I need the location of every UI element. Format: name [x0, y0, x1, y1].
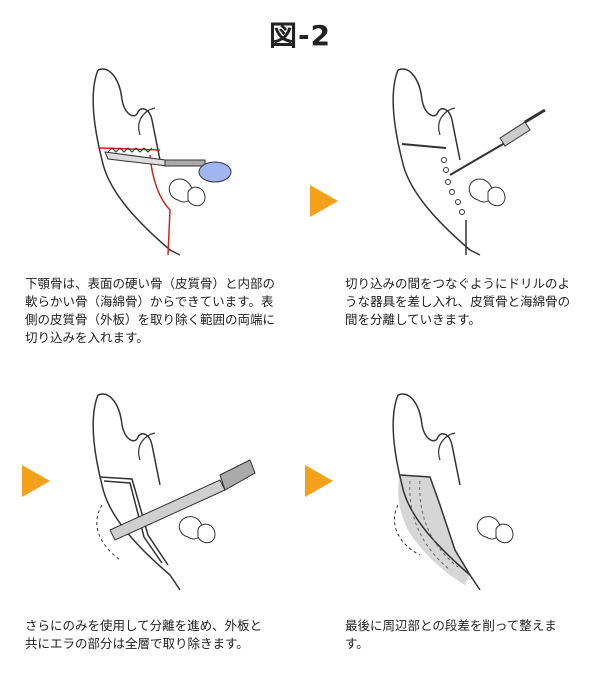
page-title: 図-2 [268, 19, 332, 52]
step-3-to-4-arrow [305, 465, 333, 497]
step-2-caption: 切り込みの間をつなぐようにドリルのような器具を差し入れ、皮質骨と海綿骨の間を分離… [345, 276, 571, 327]
jaw-with-drill-illustration [392, 68, 546, 256]
step-3-illustration [80, 385, 260, 595]
step-2-to-3-arrow [22, 465, 50, 497]
jaw-with-saw-illustration [92, 68, 232, 256]
jaw-with-chisel-illustration [92, 393, 256, 591]
step-3-caption: さらにのみを使用して分離を進め、外板と共にエラの部分は全層で取り除きます。 [25, 618, 263, 651]
step-1-illustration [80, 60, 260, 260]
step-1-to-2-arrow [310, 185, 338, 217]
step-4-caption: 最後に周辺部との段差を削って整えます。 [345, 618, 557, 651]
step-1-caption: 下顎骨は、表面の硬い骨（皮質骨）と内部の軟らかい骨（海綿骨）からできています。表… [25, 276, 276, 345]
step-4-illustration [380, 385, 560, 595]
jaw-finished-illustration [392, 393, 514, 591]
step-2-illustration [380, 60, 560, 260]
